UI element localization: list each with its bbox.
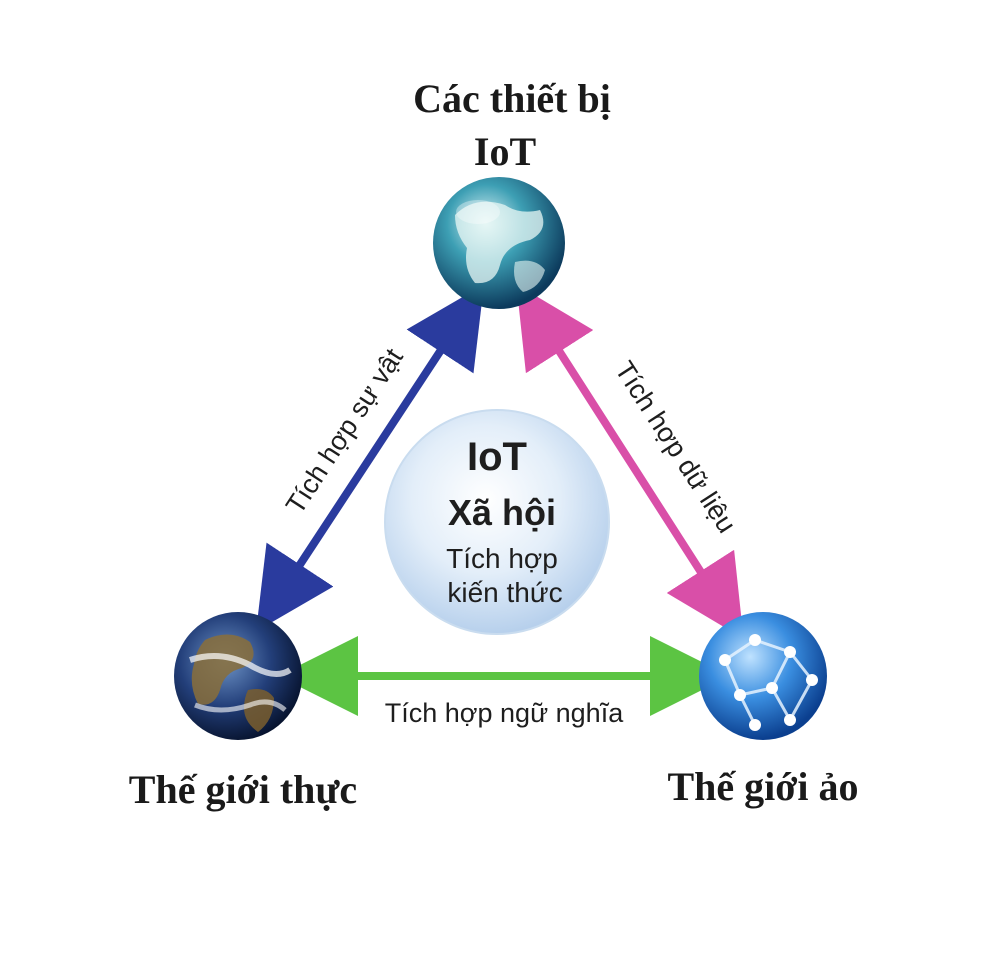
right-node-label: Thế giới ảo — [667, 764, 858, 809]
center-line1: Tích hợp — [446, 543, 558, 574]
globe-icon — [433, 177, 565, 309]
earth-icon — [174, 612, 302, 740]
edge-left-arrow — [256, 284, 484, 632]
left-node-label: Thế giới thực — [129, 767, 357, 812]
network-sphere-icon — [699, 612, 827, 740]
top-node-label-line1: Các thiết bị — [413, 76, 611, 121]
edge-right-arrow — [516, 284, 744, 639]
edge-bottom-label: Tích hợp ngữ nghĩa — [385, 698, 624, 728]
center-title: IoT — [467, 435, 527, 479]
top-node-label-line2: IoT — [474, 129, 537, 174]
center-circle: IoT Xã hội Tích hợp kiến thức — [384, 409, 610, 635]
center-line2: kiến thức — [447, 577, 562, 608]
edge-right-label: Tích hợp dữ liệu — [609, 356, 742, 538]
center-subtitle: Xã hội — [448, 492, 556, 533]
